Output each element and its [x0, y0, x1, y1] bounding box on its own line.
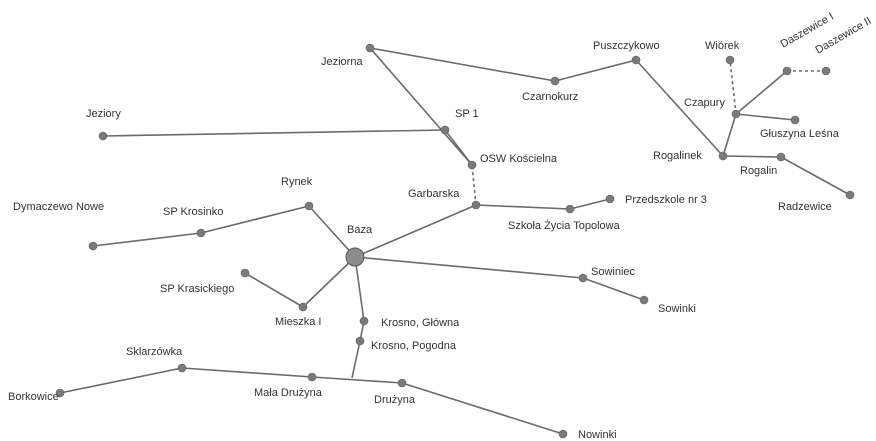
stop-node-krosnopogodna[interactable] [355, 336, 365, 346]
route-line-krosnopogodna-junction [351, 340, 361, 379]
route-line-osw-jeziorna [369, 47, 473, 166]
stop-node-baza[interactable] [345, 247, 365, 267]
stop-label-sp1: SP 1 [455, 108, 479, 120]
stop-node-rynek[interactable] [304, 201, 314, 211]
stop-label-jeziorki: Jeziory [86, 108, 121, 120]
route-line-puszczykowo-rogalinek [635, 59, 724, 157]
stop-node-osw[interactable] [467, 160, 477, 170]
stop-node-czapury[interactable] [731, 109, 741, 119]
stop-node-gluszyna[interactable] [790, 115, 800, 125]
route-line-czapury-wiorek [729, 59, 737, 115]
route-line-baza-mieszka [302, 256, 356, 308]
route-line-baza-garbarska [354, 204, 477, 258]
stop-label-krosnopogodna: Krosno, Pogodna [371, 340, 457, 352]
stop-label-druzyna: Drużyna [374, 394, 416, 406]
stop-node-jeziorna[interactable] [365, 43, 375, 53]
stop-node-spkrasickiego[interactable] [240, 268, 250, 278]
stop-label-baza: Baza [347, 224, 373, 236]
route-line-sklarzowka-borkowice [59, 367, 183, 394]
stop-label-rynek: Rynek [281, 176, 313, 188]
stop-label-osw: OSW Kościelna [480, 153, 558, 165]
stop-node-daszewice2[interactable] [821, 66, 831, 76]
route-line-baza-krosnoglowna [354, 256, 365, 322]
route-line-sklarzowka-maladruzyna [181, 367, 313, 378]
stop-label-rogalinek: Rogalinek [653, 150, 702, 162]
stop-node-druzyna[interactable] [397, 378, 407, 388]
stop-node-sp1[interactable] [440, 125, 450, 135]
stop-node-garbarska[interactable] [471, 200, 481, 210]
route-line-czarnokurz-puszczykowo [554, 59, 637, 82]
stop-node-rogalin[interactable] [776, 152, 786, 162]
route-line-garbarska-osw [471, 164, 477, 206]
stop-label-garbarska: Garbarska [408, 188, 460, 200]
stop-node-szkola[interactable] [565, 204, 575, 214]
stop-node-sowinki[interactable] [639, 295, 649, 305]
route-line-rogalin-radzewice [780, 156, 851, 196]
stop-node-rogalinek[interactable] [718, 151, 728, 161]
stop-node-sowiniec[interactable] [578, 273, 588, 283]
stop-label-czapury: Czapury [684, 97, 725, 109]
stop-label-borkowice: Borkowice [8, 391, 59, 403]
route-line-spkrosinko-dymaczewo [92, 232, 202, 247]
stop-label-nowinki: Nowinki [578, 429, 617, 441]
stop-label-spkrosinko: SP Krosinko [163, 206, 223, 218]
route-line-maladruzyna-druzyna [311, 376, 403, 384]
stop-label-dymaczewo: Dymaczewo Nowe [13, 201, 104, 213]
stop-node-czarnokurz[interactable] [550, 76, 560, 86]
stop-label-radzewice: Radzewice [778, 201, 832, 213]
stop-label-sowiniec: Sowiniec [591, 266, 636, 278]
route-line-rogalinek-rogalin [722, 155, 782, 158]
stop-label-gluszyna: Głuszyna Leśna [760, 128, 840, 140]
route-lines [59, 47, 851, 435]
stop-node-wiorek[interactable] [725, 55, 735, 65]
stop-node-spkrosinko[interactable] [196, 228, 206, 238]
route-line-szkola-przedszkole [569, 198, 611, 210]
stop-node-borkowice[interactable] [55, 388, 65, 398]
stop-node-daszewice1[interactable] [782, 66, 792, 76]
route-line-czapury-gluszyna [735, 113, 796, 121]
stop-label-rogalin: Rogalin [740, 165, 777, 177]
stop-label-szkola: Szkoła Życia Topolowa [508, 219, 621, 232]
stop-node-maladruzyna[interactable] [307, 372, 317, 382]
route-line-rynek-spkrosinko [200, 205, 310, 234]
route-line-mieszka-spkrasickiego [244, 272, 304, 308]
stop-node-puszczykowo[interactable] [631, 55, 641, 65]
route-stops [55, 43, 855, 439]
stop-label-jeziorna: Jeziorna [321, 56, 363, 68]
route-line-rogalinek-czapury [722, 113, 737, 157]
stop-node-krosnoglowna[interactable] [359, 316, 369, 326]
stop-label-przedszkole: Przedszkole nr 3 [625, 194, 707, 206]
route-line-sp1-jeziorki [102, 129, 446, 137]
stop-node-dymaczewo[interactable] [88, 241, 98, 251]
route-line-druzyna-nowinki [401, 382, 564, 435]
route-line-baza-sowiniec [354, 256, 584, 279]
stop-label-maladruzyna: Mała Drużyna [254, 387, 323, 399]
stop-label-mieszka: Mieszka I [275, 316, 321, 328]
stop-node-radzewice[interactable] [845, 190, 855, 200]
route-line-sowiniec-sowinki [582, 277, 645, 301]
stop-label-sklarzowka: Sklarzówka [126, 346, 183, 358]
stop-label-sowinki: Sowinki [658, 303, 696, 315]
route-line-garbarska-szkola [475, 204, 571, 210]
stop-label-krosnoglowna: Krosno, Główna [381, 317, 460, 329]
route-line-baza-rynek [308, 205, 356, 258]
stop-node-mieszka[interactable] [298, 302, 308, 312]
route-line-czapury-daszewice1 [735, 70, 788, 115]
stop-node-przedszkole[interactable] [605, 194, 615, 204]
stop-node-sklarzowka[interactable] [177, 363, 187, 373]
stop-label-puszczykowo: Puszczykowo [593, 40, 660, 52]
stop-label-spkrasickiego: SP Krasickiego [160, 283, 234, 295]
stop-node-jeziorki[interactable] [98, 131, 108, 141]
route-line-jeziorna-czarnokurz [369, 47, 556, 82]
stop-label-wiorek: Wiórek [705, 40, 740, 52]
stop-node-nowinki[interactable] [558, 429, 568, 439]
stop-label-czarnokurz: Czarnokurz [522, 91, 578, 103]
